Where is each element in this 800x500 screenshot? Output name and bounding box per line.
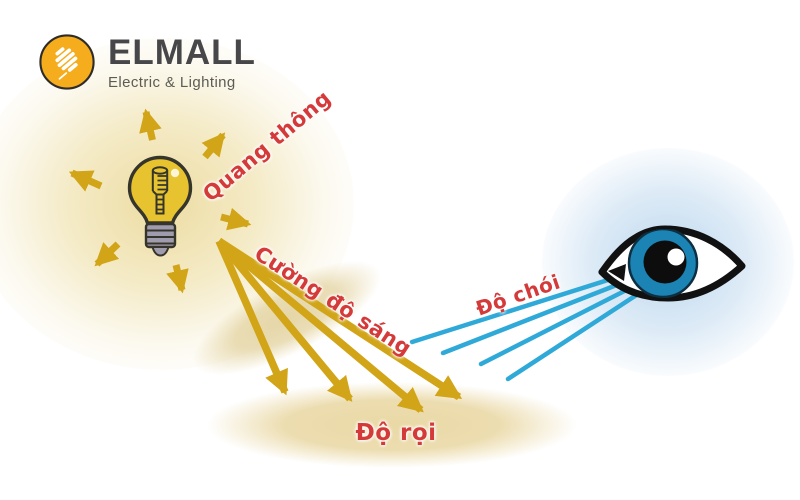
flux-arrow-left <box>68 169 103 192</box>
flux-arrow-up-right <box>201 132 226 160</box>
eye-icon <box>598 225 746 302</box>
flux-arrow-down-left <box>94 241 121 267</box>
elmall-logo-icon <box>39 34 95 90</box>
brand-tagline: Electric & Lighting <box>108 73 236 91</box>
glass-highlight <box>170 168 180 178</box>
flux-arrow-up <box>139 108 162 141</box>
brand-header: ELMALL Electric & Lighting <box>38 33 256 91</box>
bulb-base <box>144 222 177 257</box>
light-bulb-icon <box>127 155 193 257</box>
brand-name: ELMALL <box>108 32 256 72</box>
pupil-highlight <box>667 248 685 266</box>
label-illuminance: Độ rọi <box>355 420 437 446</box>
flux-arrow-right <box>220 207 252 231</box>
intensity-ray-group <box>215 237 463 413</box>
flux-arrow-down <box>166 264 189 294</box>
